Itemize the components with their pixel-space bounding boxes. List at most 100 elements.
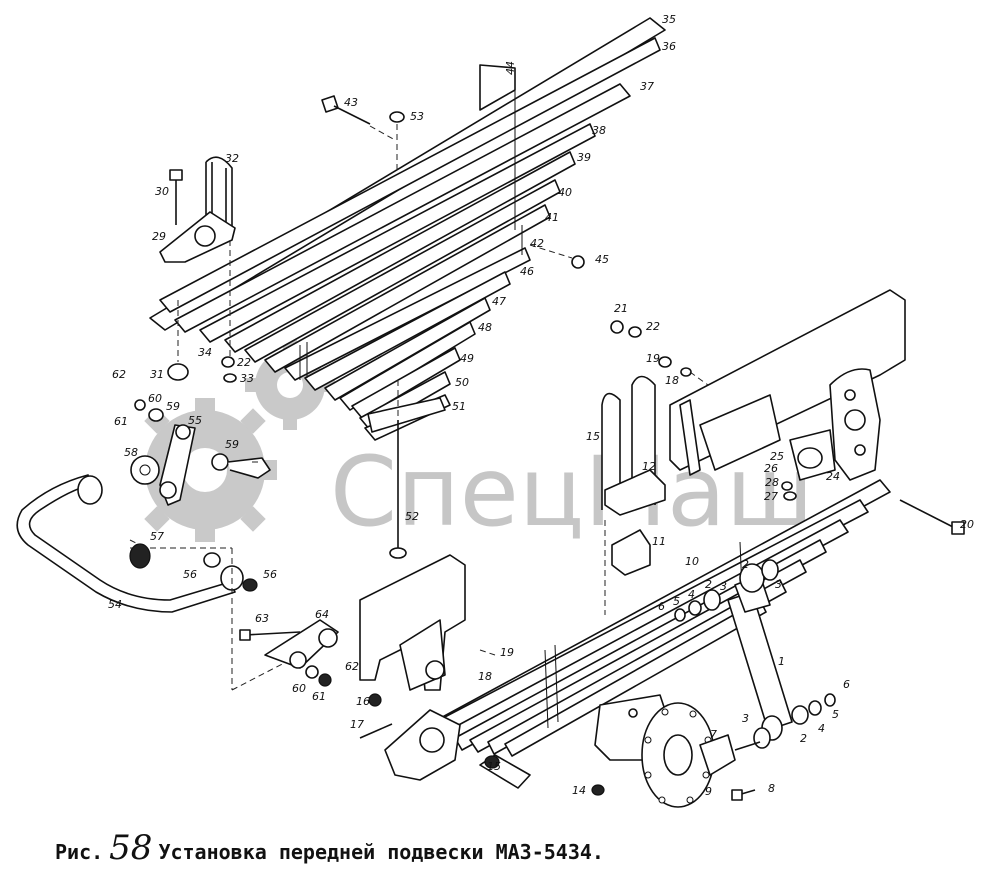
label-15: 15 xyxy=(487,760,501,773)
label-19a: 19 xyxy=(646,352,660,365)
label-8: 8 xyxy=(768,782,775,795)
label-52: 52 xyxy=(405,510,419,523)
label-37: 37 xyxy=(640,80,654,93)
label-10: 10 xyxy=(685,555,699,568)
label-40: 40 xyxy=(558,186,572,199)
label-39: 39 xyxy=(577,151,591,164)
label-33: 33 xyxy=(240,372,254,385)
label-7: 7 xyxy=(710,728,717,741)
label-4b: 4 xyxy=(818,722,825,735)
frame-member xyxy=(669,289,906,481)
label-34: 34 xyxy=(198,346,212,359)
label-1: 1 xyxy=(778,655,785,668)
label-19b: 19 xyxy=(500,646,514,659)
label-29: 29 xyxy=(152,230,166,243)
shock-absorber xyxy=(674,559,836,751)
lower-leaf-spring xyxy=(399,479,891,757)
label-62a: 62 xyxy=(112,368,126,381)
label-9: 9 xyxy=(705,785,712,798)
label-53: 53 xyxy=(410,110,424,123)
stabilizer-link-lower xyxy=(239,619,339,687)
label-17: 17 xyxy=(350,718,364,731)
label-51: 51 xyxy=(452,400,466,413)
label-43: 43 xyxy=(344,96,358,109)
label-31: 31 xyxy=(150,368,164,381)
label-24: 24 xyxy=(826,470,840,483)
front-spring-bracket xyxy=(359,693,461,781)
label-44: 44 xyxy=(504,61,517,75)
label-60b: 60 xyxy=(292,682,306,695)
label-20: 20 xyxy=(960,518,974,531)
label-54: 54 xyxy=(108,598,122,611)
label-47: 47 xyxy=(492,295,506,308)
label-15b: 15 xyxy=(586,430,600,443)
label-18a: 18 xyxy=(665,374,679,387)
label-12: 12 xyxy=(642,460,656,473)
caption-title: Установка передней подвески МАЗ-5434. xyxy=(158,840,604,864)
label-14: 14 xyxy=(572,784,586,797)
stabilizer-link-upper xyxy=(129,399,271,592)
label-56a: 56 xyxy=(183,568,197,581)
label-26: 26 xyxy=(764,462,778,475)
label-61b: 61 xyxy=(312,690,326,703)
label-22a: 22 xyxy=(237,356,251,369)
label-5b: 5 xyxy=(832,708,839,721)
label-6b: 6 xyxy=(843,678,850,691)
label-56b: 56 xyxy=(263,568,277,581)
label-2c: 2 xyxy=(800,732,807,745)
label-58: 58 xyxy=(124,446,138,459)
label-55: 55 xyxy=(188,414,202,427)
label-49: 49 xyxy=(460,352,474,365)
label-5a: 5 xyxy=(673,595,680,608)
label-50: 50 xyxy=(455,376,469,389)
label-6a: 6 xyxy=(658,600,665,613)
label-16: 16 xyxy=(356,695,370,708)
label-28: 28 xyxy=(765,476,779,489)
label-64: 64 xyxy=(315,608,329,621)
label-59b: 59 xyxy=(225,438,239,451)
label-21: 21 xyxy=(614,302,628,315)
label-18b: 18 xyxy=(478,670,492,683)
label-22b: 22 xyxy=(646,320,660,333)
label-35: 35 xyxy=(662,13,676,26)
label-30: 30 xyxy=(155,185,169,198)
label-48: 48 xyxy=(478,321,492,334)
axle-end xyxy=(591,694,756,808)
label-38: 38 xyxy=(592,124,606,137)
label-36: 36 xyxy=(662,40,676,53)
label-61a: 61 xyxy=(114,415,128,428)
frame-bracket-lower xyxy=(359,554,466,691)
assembly-lines xyxy=(129,380,496,656)
label-25: 25 xyxy=(770,450,784,463)
label-41: 41 xyxy=(545,211,559,224)
label-62b: 62 xyxy=(345,660,359,673)
label-3b: 3 xyxy=(720,580,727,593)
part-labels: 35 36 37 38 39 40 41 42 43 44 45 46 47 4… xyxy=(108,13,974,798)
label-32: 32 xyxy=(225,152,239,165)
label-46: 46 xyxy=(520,265,534,278)
label-4a: 4 xyxy=(688,588,695,601)
label-63: 63 xyxy=(255,612,269,625)
u-bolt-clamp xyxy=(601,375,666,615)
label-27: 27 xyxy=(764,490,778,503)
label-3a: 3 xyxy=(775,578,782,591)
label-60a: 60 xyxy=(148,392,162,405)
label-2b: 2 xyxy=(705,578,712,591)
spring-pin xyxy=(479,754,531,789)
label-2a: 2 xyxy=(742,558,749,571)
label-11: 11 xyxy=(652,535,666,548)
caption-number: 58 xyxy=(109,828,153,868)
label-3c: 3 xyxy=(742,712,749,725)
label-42: 42 xyxy=(530,237,544,250)
caption-prefix: Рис. xyxy=(55,840,104,864)
upper-leaf-spring xyxy=(149,17,666,441)
label-45: 45 xyxy=(595,253,609,266)
label-59a: 59 xyxy=(166,400,180,413)
label-57: 57 xyxy=(150,530,164,543)
upper-fasteners xyxy=(159,95,585,559)
frame-fasteners xyxy=(610,320,965,535)
stabilizer-bar xyxy=(16,474,291,691)
